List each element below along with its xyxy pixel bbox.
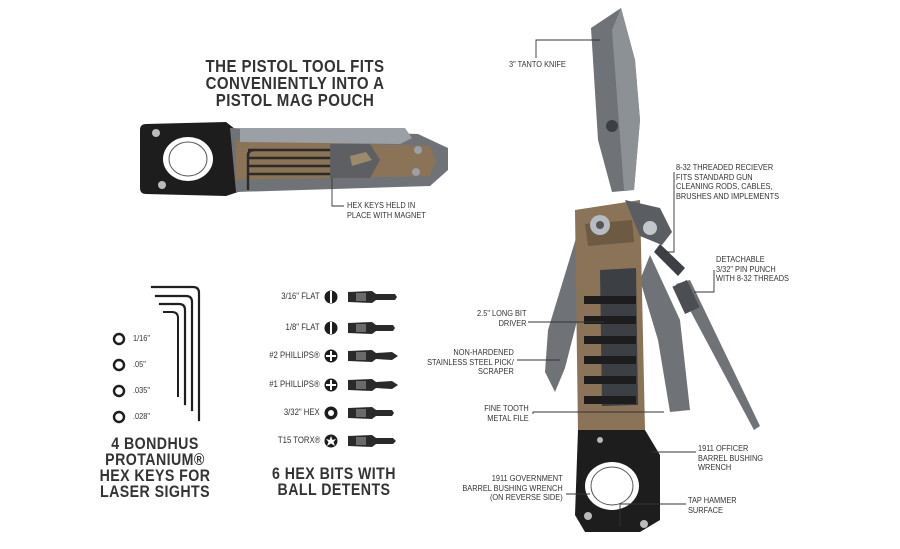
hex-key-size-markers [112,332,126,424]
open-tool-image [545,8,760,532]
bit-icon-flat [324,321,338,335]
bit-label: #2 PHILLIPS® [269,350,320,360]
callout-metal-file: FINE TOOTH METAL FILE [484,403,529,423]
callout-line: WITH 8-32 THREADS [716,273,789,284]
callout-pin-punch: DETACHABLE 3/32" PIN PUNCH WITH 8-32 THR… [716,254,789,284]
hex-keys-image [150,285,201,422]
hex-bits-image [324,290,398,448]
callout-line: BRUSHES AND IMPLEMENTS [676,190,780,201]
bit-label: #1 PHILLIPS® [269,379,320,389]
callout-line: TAP HAMMER [688,495,737,505]
bit-label: 1/8" FLAT [285,322,320,332]
callout-tanto-knife: 3" TANTO KNIFE [509,59,566,70]
callout-tap-hammer: TAP HAMMER SURFACE [688,495,737,515]
callout-officer-wrench: 1911 OFFICER BARREL BUSHING WRENCH [698,443,764,473]
callout-government-wrench: 1911 GOVERNMENT BARREL BUSHING WRENCH (O… [462,473,563,503]
folded-tool-image [140,122,448,196]
hex-keys-caption-line: 4 BONDHUS [111,435,199,453]
pouch-headline-line: PISTOL MAG POUCH [215,90,375,111]
callout-line: 8-32 THREADED RECIEVER [676,162,774,172]
hex-keys-caption: 4 BONDHUS PROTANIUM® HEX KEYS FOR LASER … [96,436,215,501]
hex-bits-caption-line: BALL DETENTS [277,481,391,500]
callout-line: BARREL BUSHING [698,452,764,463]
hex-bits-caption: 6 HEX BITS WITH BALL DETENTS [262,465,406,500]
leader-line [331,178,344,207]
callout-line: BARREL BUSHING WRENCH [462,482,563,493]
hex-keys-caption-line: HEX KEYS FOR [99,467,211,486]
hex-keys-held-label: HEX KEYS HELD IN PLACE WITH MAGNET [347,200,426,220]
callout-line: METAL FILE [487,412,529,423]
hex-keys-held-line: HEX KEYS HELD IN [347,200,416,210]
callout-threaded-receiver: 8-32 THREADED RECIEVER FITS STANDARD GUN… [676,162,780,202]
callout-line: FINE TOOTH [484,403,529,413]
callout-line: STAINLESS STEEL PICK/ [427,356,514,367]
callout-line: WRENCH [698,462,732,473]
callout-leaders [517,39,715,526]
callout-line: 2.5" LONG BIT [476,308,526,318]
callout-bit-driver: 2.5" LONG BIT DRIVER [476,308,526,328]
hex-bits-caption-line: 6 HEX BITS WITH [272,465,396,483]
bit-icon-hex [324,406,338,420]
bit-icon-phillips [324,349,338,363]
callout-line: FITS STANDARD GUN [676,171,753,182]
bit-label: 3/32" HEX [284,407,320,417]
hex-keys-caption-line: LASER SIGHTS [99,483,211,502]
callout-line: 3/32" PIN PUNCH [716,263,776,274]
hex-key-size-label: 1/16" [133,333,151,343]
hex-keys-held-line: PLACE WITH MAGNET [347,209,426,220]
callout-line: DRIVER [498,317,526,328]
bit-icon-torx [324,434,338,448]
pouch-headline-line: CONVENIENTLY INTO A [205,73,385,94]
callout-line: 1911 OFFICER [698,443,749,453]
callout-line: (ON REVERSE SIDE) [490,492,563,503]
callout-pick-scraper: NON-HARDENED STAINLESS STEEL PICK/ SCRAP… [427,347,514,377]
bit-label: 3/16" FLAT [281,291,320,301]
bit-label: T15 TORX® [277,435,320,445]
hex-key-size-label: .05" [133,359,146,369]
hex-key-size-label: .028" [133,411,151,421]
callout-line: NON-HARDENED [453,347,514,357]
callout-line: 1911 GOVERNMENT [492,473,563,483]
hex-keys-caption-line: PROTANIUM® [105,451,205,470]
callout-line: DETACHABLE [716,254,765,264]
callout-line: 3" TANTO KNIFE [509,59,566,69]
callout-line: SURFACE [688,504,723,515]
hex-key-size-label: .035" [133,385,151,395]
callout-line: CLEANING RODS, CABLES, [676,181,773,192]
pouch-headline-line: THE PISTOL TOOL FITS [205,56,385,76]
callout-line: SCRAPER [478,366,514,377]
bit-icon-flat [324,290,338,304]
bit-icon-phillips [324,378,338,392]
pouch-headline: THE PISTOL TOOL FITS CONVENIENTLY INTO A… [205,56,386,111]
